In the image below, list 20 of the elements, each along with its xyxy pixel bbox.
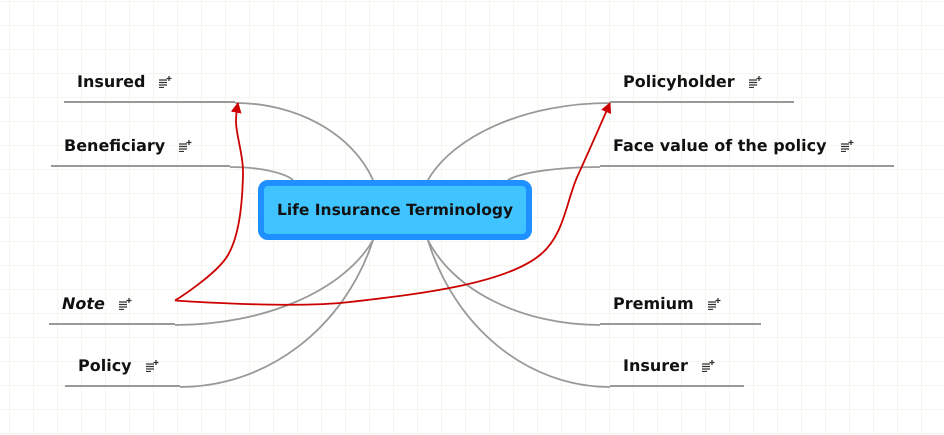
central-topic-box — [258, 180, 532, 240]
topic-label: Insured — [77, 72, 146, 91]
arrow — [174, 102, 244, 302]
central-topic-title: Life Insurance Terminology — [276, 201, 514, 219]
connector-line — [230, 166, 294, 181]
connector-line — [507, 166, 600, 181]
connector-line — [427, 240, 610, 388]
connector-line — [427, 102, 610, 181]
topic-label: Policyholder — [623, 72, 735, 91]
connector-line — [174, 240, 374, 326]
connector-line — [180, 240, 374, 388]
arrow — [174, 102, 612, 306]
topic-label: Face value of the policy — [613, 136, 827, 155]
topic-label: Beneficiary — [64, 136, 166, 155]
topic-label: Policy — [78, 356, 132, 375]
topic-label: Premium — [613, 294, 694, 313]
topic-label: Insurer — [623, 356, 688, 375]
connector-line — [427, 240, 600, 326]
connector-line — [234, 102, 374, 180]
topic-label: Note — [62, 294, 105, 313]
